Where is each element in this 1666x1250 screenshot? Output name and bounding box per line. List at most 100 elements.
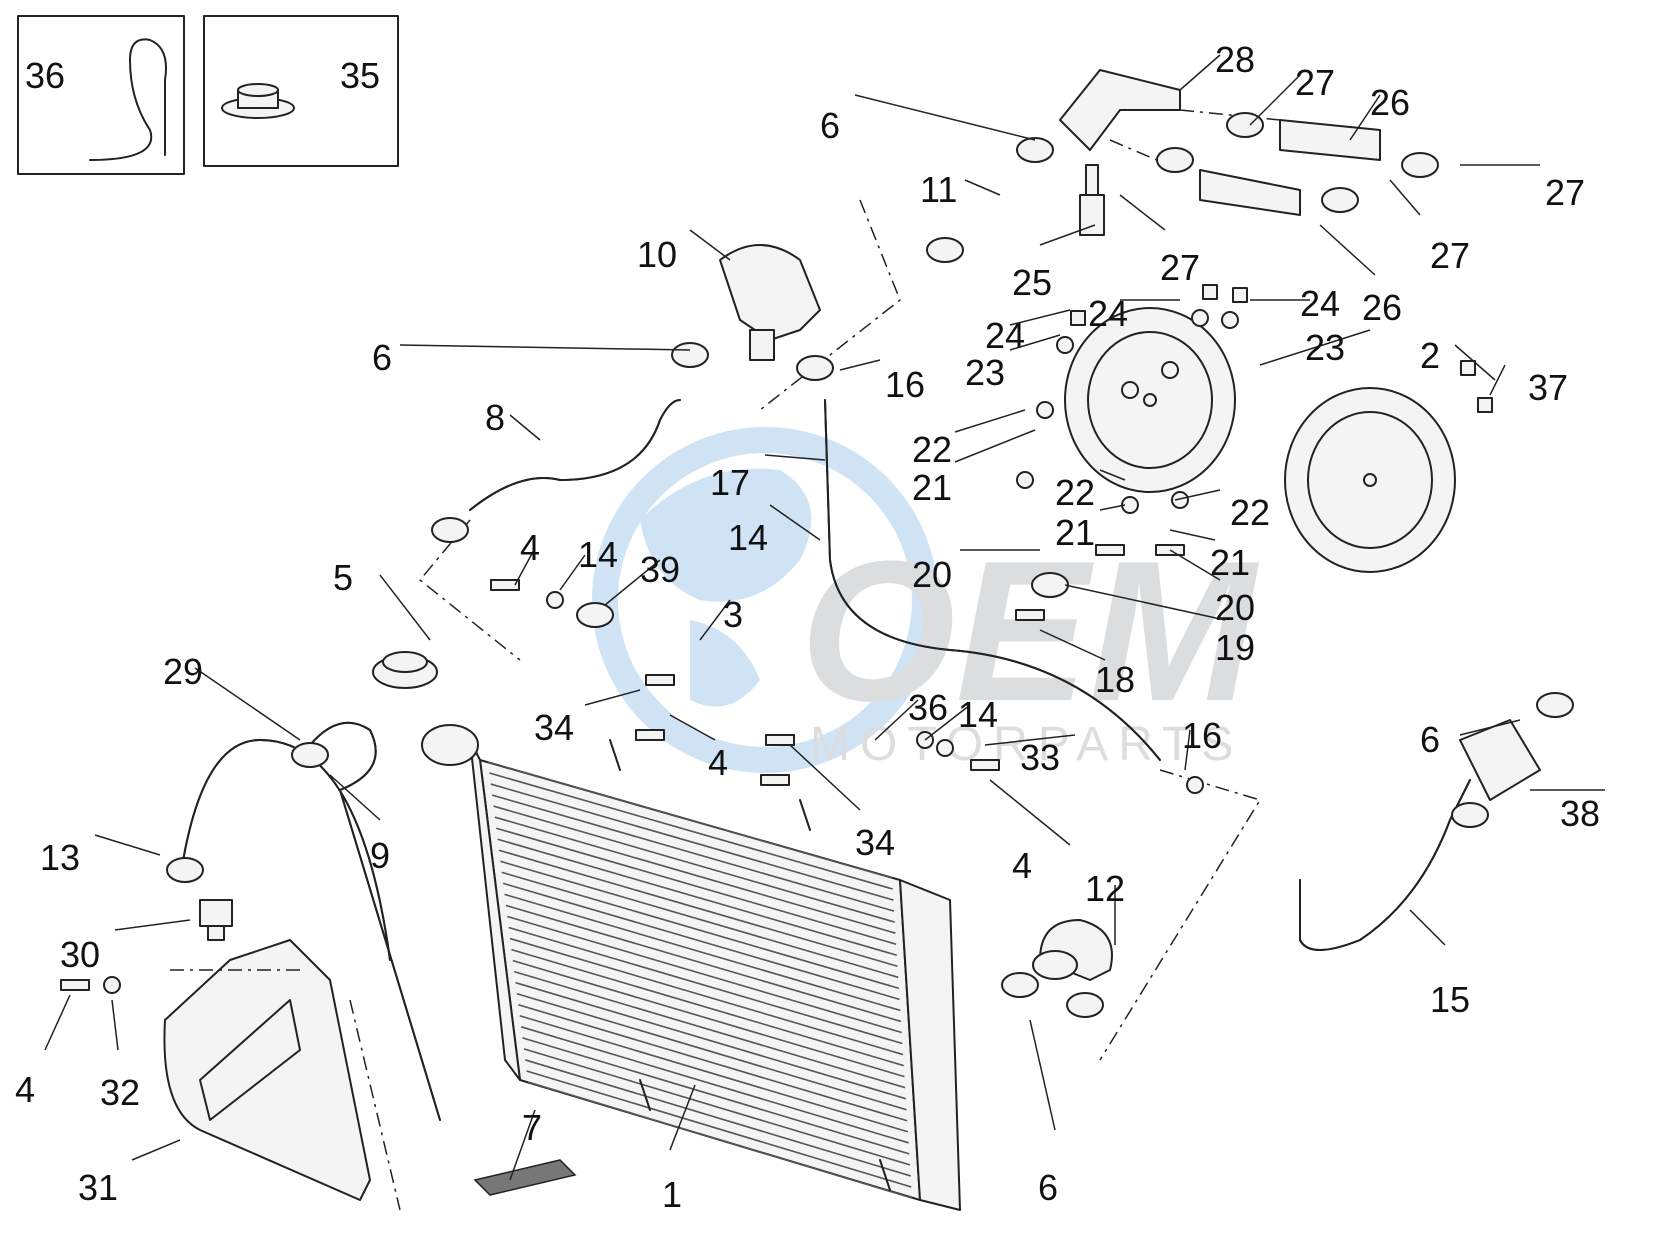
radiator-cap xyxy=(372,651,479,766)
callout-label: 4 xyxy=(708,742,728,783)
callout-leader xyxy=(989,779,1071,846)
callout-label: 6 xyxy=(1420,719,1440,760)
callout-label: 6 xyxy=(820,105,840,146)
callout-label: 4 xyxy=(1012,845,1032,886)
callout-label: 9 xyxy=(370,835,390,876)
callout-label: 19 xyxy=(1215,627,1255,668)
callout-leader xyxy=(1039,629,1106,661)
callout-label: 28 xyxy=(1215,39,1255,80)
temperature-sensor xyxy=(1079,164,1105,236)
radiator-fin xyxy=(508,926,903,1045)
callout-label: 30 xyxy=(60,934,100,975)
callout-label: 20 xyxy=(1215,587,1255,628)
radiator-fin xyxy=(502,882,900,1001)
callout-leader xyxy=(604,559,661,606)
callout-label: 4 xyxy=(15,1069,35,1110)
inset-box-35 xyxy=(203,15,399,167)
callout-label: 2 xyxy=(1420,335,1440,376)
pad-7 xyxy=(473,1159,577,1196)
radiator-fin xyxy=(507,915,902,1034)
callout-label: 6 xyxy=(372,337,392,378)
callout-leader xyxy=(1259,329,1371,366)
radiator-fin xyxy=(500,860,899,979)
callout-leader xyxy=(1179,54,1221,91)
callout-leader xyxy=(924,704,971,741)
radiator-fin xyxy=(493,805,895,923)
callout-leader xyxy=(114,919,191,931)
callout-leader xyxy=(1249,74,1301,126)
callout-label: 26 xyxy=(1362,287,1402,328)
thermostat xyxy=(719,244,821,361)
callout-label: 22 xyxy=(1055,472,1095,513)
pipe-17 xyxy=(824,399,1161,761)
callout-leader xyxy=(44,994,71,1051)
callout-label: 35 xyxy=(340,55,380,96)
clamp-part xyxy=(671,342,709,368)
callout-leader xyxy=(1009,309,1071,326)
radiator-fin xyxy=(523,1048,911,1166)
callout-label: 23 xyxy=(965,352,1005,393)
callout-leader xyxy=(954,409,1026,433)
radiator-fin xyxy=(518,1003,908,1122)
hose-26 xyxy=(1199,119,1381,216)
callout-leader xyxy=(1319,224,1376,276)
callout-label: 38 xyxy=(1560,793,1600,834)
callout-leader xyxy=(1454,344,1496,381)
radiator-fin xyxy=(513,970,906,1089)
callout-leader xyxy=(839,359,881,371)
radiator-fin xyxy=(512,959,905,1078)
callout-leader xyxy=(509,1109,536,1181)
callout-label: 22 xyxy=(912,429,952,470)
callout-label: 25 xyxy=(1012,262,1052,303)
washer-part xyxy=(1056,336,1074,354)
callout-label: 27 xyxy=(1545,172,1585,213)
callout-leader xyxy=(131,1139,181,1161)
callout-label: 29 xyxy=(163,651,203,692)
washer-part xyxy=(1016,471,1034,489)
callout-label: 36 xyxy=(25,55,65,96)
clamp-part xyxy=(291,742,329,768)
clamp-part xyxy=(796,355,834,381)
bolt-part xyxy=(765,734,795,746)
callout-leader xyxy=(964,179,1001,196)
clamp-part xyxy=(1066,992,1104,1018)
fan-shroud xyxy=(1064,307,1456,573)
radiator-fin xyxy=(516,992,907,1111)
bolt-part xyxy=(760,774,790,786)
callout-label: 22 xyxy=(1230,492,1270,533)
callout-label: 24 xyxy=(985,315,1025,356)
washer-part xyxy=(936,739,954,757)
radiator-fin xyxy=(489,772,893,890)
callout-leader xyxy=(1099,469,1126,481)
callout-leader xyxy=(1119,194,1166,231)
radiator-fin xyxy=(522,1037,910,1155)
hardware xyxy=(60,112,1574,1018)
washer-part xyxy=(546,591,564,609)
washer-part xyxy=(1191,309,1209,327)
radiator-fin xyxy=(487,761,893,879)
callout-label: 4 xyxy=(520,527,540,568)
radiator-fin xyxy=(490,783,894,901)
callout-label: 34 xyxy=(855,822,895,863)
callout-leader xyxy=(584,689,641,706)
callout-label: 27 xyxy=(1430,235,1470,276)
radiator-fin xyxy=(491,794,895,912)
callout-leader xyxy=(769,504,821,541)
callout-leader xyxy=(874,699,919,741)
bolt-part xyxy=(970,759,1000,771)
coolant-reservoir xyxy=(163,939,371,1201)
radiator-fin xyxy=(494,816,896,934)
radiator-fin xyxy=(497,838,898,957)
callout-label: 17 xyxy=(710,462,750,503)
callout-leader xyxy=(1029,1019,1056,1131)
callout-label: 14 xyxy=(958,694,998,735)
callout-label: 24 xyxy=(1300,283,1340,324)
clamp-part xyxy=(166,857,204,883)
callout-leader xyxy=(379,574,431,641)
radiator-fin xyxy=(527,1081,913,1199)
callout-label: 34 xyxy=(534,707,574,748)
radiator-fin xyxy=(498,849,898,968)
bolt-part xyxy=(1095,544,1125,556)
washer-part xyxy=(1171,491,1189,509)
radiator-fin xyxy=(496,827,897,945)
